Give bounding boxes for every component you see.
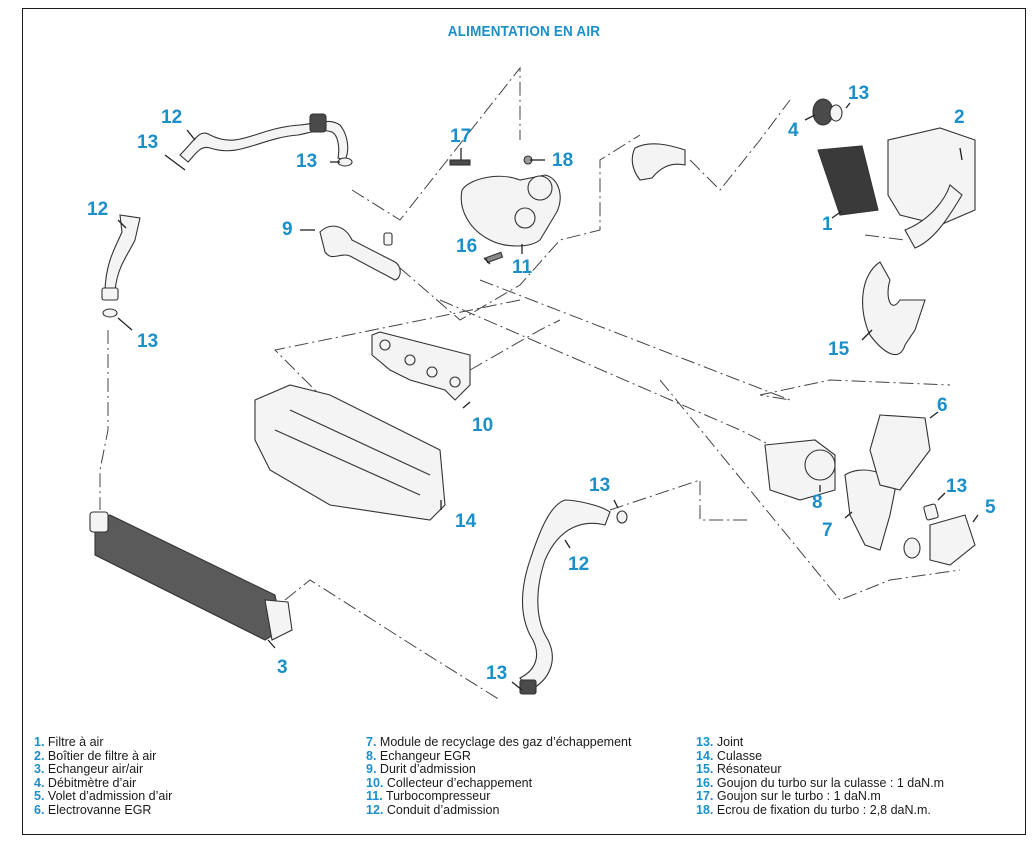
intercooler (89, 511, 293, 641)
route-line (659, 379, 961, 601)
callout-13-top-left: 13 (137, 132, 159, 153)
leader-line (564, 539, 571, 549)
callout-4: 4 (788, 120, 799, 141)
leader-line (462, 401, 471, 409)
callout-8: 8 (812, 492, 823, 513)
route-line (689, 99, 791, 191)
route-line (469, 319, 561, 371)
air-elbow (631, 143, 686, 181)
callout-7: 7 (822, 520, 833, 541)
legend-item: 9. Durit d’admission (366, 762, 476, 776)
legend-item: 13. Joint (696, 735, 744, 749)
legend-item: 14. Culasse (696, 748, 763, 763)
legend-column-2: 7. Module de recyclage des gaz d’échappe… (366, 735, 632, 817)
intake-flap (903, 503, 976, 566)
leader-line (861, 329, 873, 341)
air-flow-meter (812, 98, 843, 126)
legend-item: 17. Goujon sur le turbo : 1 daN.m (696, 789, 881, 803)
callout-2: 2 (954, 107, 965, 128)
resonator (862, 261, 926, 356)
legend-column-3: 13. Joint 14. Culasse 15. Résonateur 16.… (696, 735, 945, 817)
callout-13-egr: 13 (946, 476, 968, 497)
leader-line (117, 317, 133, 331)
leader-line (844, 511, 853, 519)
callout-18: 18 (552, 150, 574, 171)
legend-item: 2. Boîtier de filtre à air (34, 748, 157, 763)
route-line (399, 134, 641, 321)
legend-item: 11. Turbocompresseur (366, 789, 491, 803)
leader-line (511, 681, 523, 691)
callout-12-left: 12 (87, 199, 109, 220)
leader-line (845, 102, 851, 109)
callout-5: 5 (985, 497, 996, 518)
callout-15: 15 (828, 339, 850, 360)
legend-item: 10. Collecteur d’echappement (366, 775, 533, 790)
legend-item: 4. Débitmètre d’air (34, 775, 137, 790)
callout-13-lower-top: 13 (589, 475, 611, 496)
callout-17: 17 (450, 126, 472, 147)
intake-duct-top (179, 113, 353, 167)
egr-exchanger (764, 439, 836, 501)
callout-13-left: 13 (137, 331, 159, 352)
callout-11: 11 (512, 257, 533, 278)
leader-line (831, 210, 843, 219)
leader-line (804, 114, 816, 121)
callout-3: 3 (277, 657, 288, 678)
legend-item: 5. Volet d’admission d’air (34, 789, 173, 803)
legend-item: 3. Echangeur air/air (34, 762, 144, 776)
leader-line (937, 492, 946, 501)
leader-line (613, 499, 619, 509)
callout-16: 16 (456, 236, 478, 257)
egr-solenoid-valve (869, 414, 931, 491)
legend-item: 8. Echangeur EGR (366, 748, 471, 763)
route-line (99, 330, 109, 510)
air-filter-box (887, 127, 976, 249)
route-line (284, 579, 501, 701)
route-line (609, 479, 750, 521)
leader-line (186, 129, 196, 141)
legend-item: 15. Résonateur (696, 762, 782, 776)
callout-14: 14 (455, 511, 477, 532)
legend-column-1: 1. Filtre à air 2. Boîtier de filtre à a… (34, 735, 173, 817)
callout-6: 6 (937, 395, 948, 416)
legend-item: 18. Ecrou de fixation du turbo : 2,8 daN… (696, 802, 931, 817)
intake-duct-lower (519, 499, 628, 695)
air-filter (817, 145, 879, 216)
legend-item: 7. Module de recyclage des gaz d’échappe… (366, 735, 632, 749)
legend-item: 6. Electrovanne EGR (34, 802, 152, 817)
leader-line (267, 639, 276, 649)
route-line (864, 234, 906, 241)
cylinder-head (254, 384, 446, 521)
intake-duct-left (101, 214, 141, 318)
callout-leaders (117, 102, 979, 691)
callout-12-top: 12 (161, 107, 183, 128)
route-line (479, 279, 951, 401)
intake-hose-9 (319, 225, 401, 281)
callout-1: 1 (822, 214, 833, 235)
legend-item: 1. Filtre à air (34, 735, 104, 749)
legend-item: 16. Goujon du turbo sur la culasse : 1 d… (696, 775, 945, 790)
route-line (439, 299, 821, 471)
leader-line (483, 257, 491, 265)
callout-9: 9 (282, 219, 293, 240)
leader-line (117, 219, 127, 229)
leader-line (164, 154, 186, 171)
leader-line (972, 514, 979, 523)
leader-line (929, 411, 939, 419)
callout-13-lower-bottom: 13 (486, 663, 508, 684)
callout-13-filter: 13 (848, 83, 870, 104)
leader-line (959, 147, 963, 161)
legend-item: 12. Conduit d’admission (366, 802, 500, 817)
exhaust-manifold (371, 331, 471, 401)
callout-10: 10 (472, 415, 494, 436)
route-line (351, 66, 521, 221)
callout-12-lower: 12 (568, 554, 590, 575)
diagram-title: ALIMENTATION EN AIR (447, 23, 601, 40)
turbocharger (449, 155, 561, 264)
callout-13-top-right: 13 (296, 151, 318, 172)
